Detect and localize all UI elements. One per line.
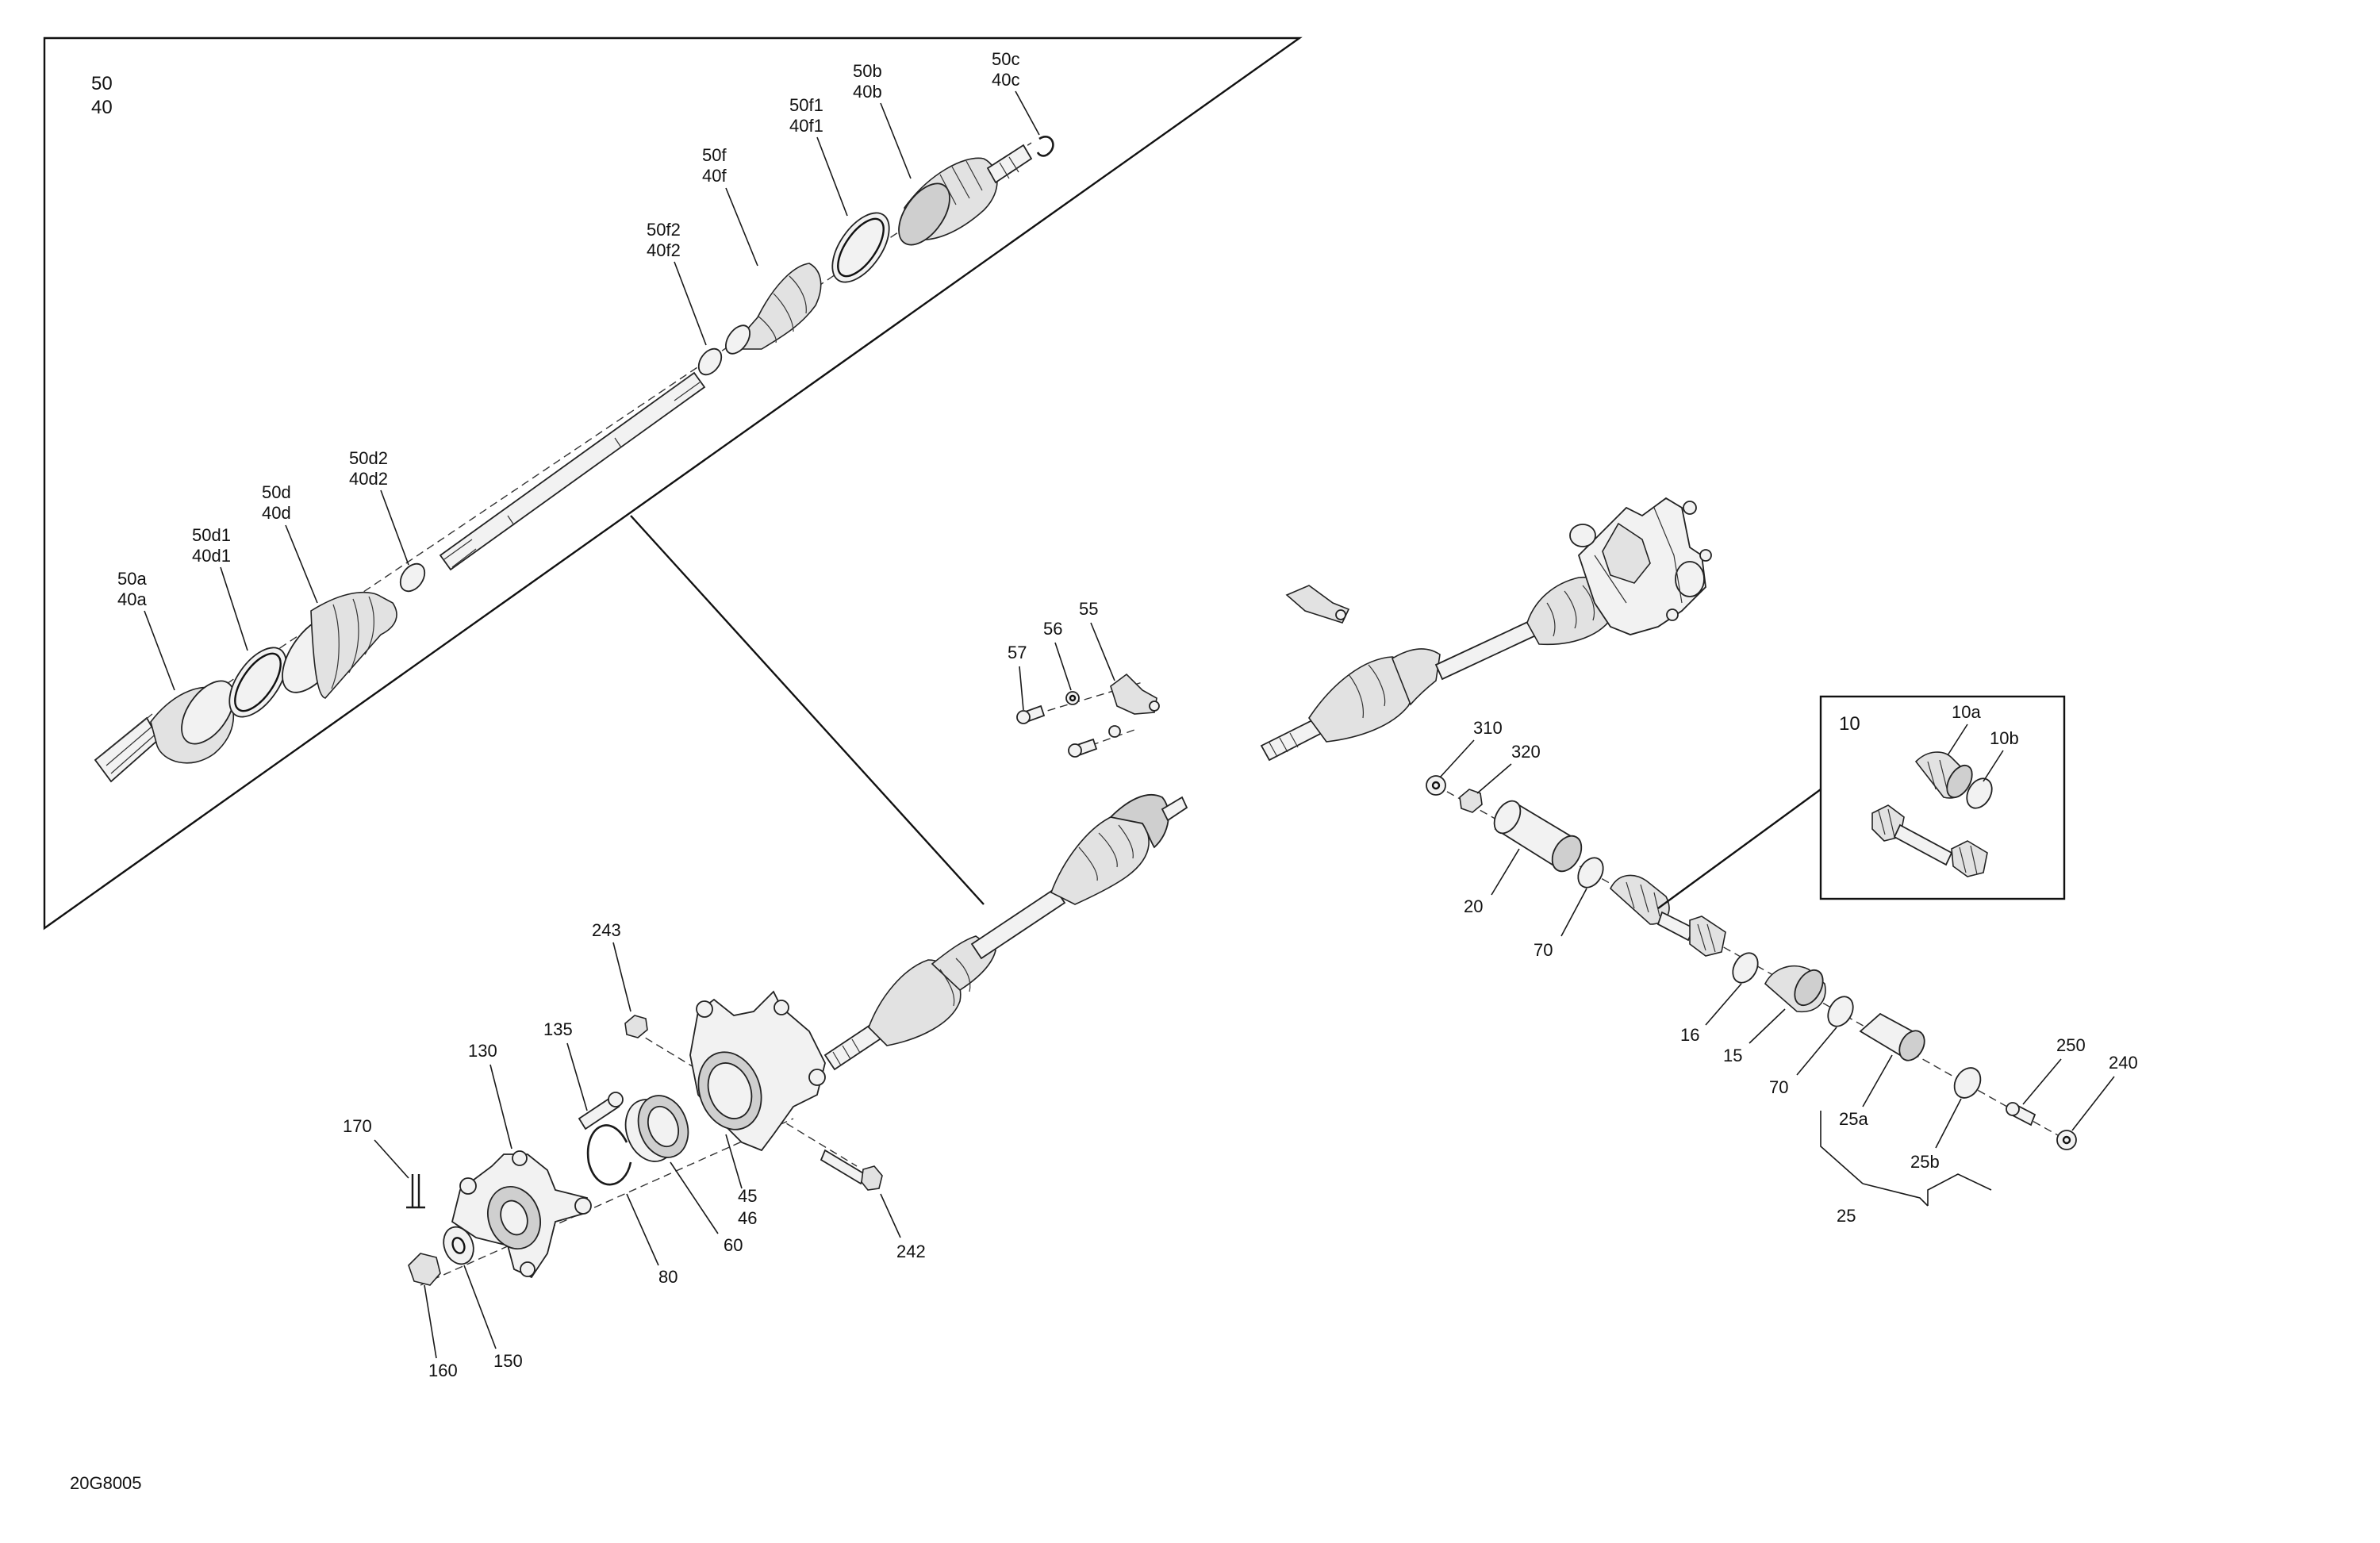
small-clamp-outer bbox=[399, 562, 426, 593]
callout-40c: 40c bbox=[992, 70, 1019, 90]
inset-driveshaft-parts bbox=[94, 136, 1054, 783]
callout-50f2: 50f2 bbox=[647, 220, 681, 240]
callout-40d: 40d bbox=[262, 503, 291, 523]
inner-cv-joint bbox=[898, 144, 1033, 246]
knuckle-hub-group bbox=[406, 990, 883, 1286]
callout-80: 80 bbox=[658, 1267, 678, 1287]
outer-boot bbox=[282, 591, 397, 699]
callout-56: 56 bbox=[1043, 619, 1062, 639]
front-driveshaft-assembly bbox=[823, 793, 1188, 1071]
callout-25a: 25a bbox=[1839, 1109, 1868, 1129]
diagram-code: 20G8005 bbox=[70, 1473, 142, 1493]
callout-320: 320 bbox=[1511, 742, 1541, 762]
callout-135: 135 bbox=[543, 1019, 573, 1039]
callout-20: 20 bbox=[1464, 896, 1483, 916]
callout-160: 160 bbox=[428, 1361, 458, 1380]
inset-intermediate-title: 10 bbox=[1839, 713, 1860, 735]
inset-intermediate-parts bbox=[1871, 751, 1993, 877]
callout-25: 25 bbox=[1837, 1206, 1856, 1226]
callout-10a: 10a bbox=[1952, 702, 1981, 722]
callout-10b: 10b bbox=[1990, 728, 2019, 748]
small-bracket bbox=[1285, 585, 1350, 624]
large-clamp-inner bbox=[831, 212, 890, 283]
intermediate-shaft-parts bbox=[1426, 775, 2077, 1150]
callout-50d: 50d bbox=[262, 482, 291, 502]
callout-150: 150 bbox=[493, 1351, 523, 1371]
rear-driveshaft-assembly bbox=[1260, 497, 1712, 762]
circlip-icon bbox=[1036, 136, 1054, 157]
callout-250: 250 bbox=[2056, 1035, 2086, 1055]
outer-cv-joint bbox=[94, 680, 235, 783]
callout-240: 240 bbox=[2109, 1053, 2138, 1073]
inset-intermediate-frame bbox=[1819, 695, 2066, 900]
callout-243: 243 bbox=[592, 920, 621, 940]
callout-25b: 25b bbox=[1910, 1152, 1940, 1172]
callout-170: 170 bbox=[343, 1116, 372, 1136]
callout-40f2: 40f2 bbox=[647, 240, 681, 260]
callout-50f: 50f bbox=[702, 145, 727, 165]
inset-driveshaft-frame bbox=[43, 36, 1303, 931]
callout-40a: 40a bbox=[117, 589, 147, 609]
small-clamp-inner bbox=[697, 347, 723, 376]
inset-driveshaft-title-2: 40 bbox=[91, 97, 113, 118]
callout-55: 55 bbox=[1079, 599, 1098, 619]
callout-70-upper: 70 bbox=[1534, 940, 1553, 960]
callout-40d2: 40d2 bbox=[349, 469, 388, 489]
inset-driveshaft-title-1: 50 bbox=[91, 73, 113, 94]
bracket-fastener-group bbox=[1016, 673, 1160, 758]
callout-57: 57 bbox=[1008, 643, 1027, 662]
callout-310: 310 bbox=[1473, 718, 1503, 738]
callout-46: 46 bbox=[738, 1208, 757, 1228]
callout-130: 130 bbox=[468, 1041, 497, 1061]
callout-16: 16 bbox=[1680, 1025, 1699, 1045]
callout-40f: 40f bbox=[702, 166, 727, 186]
callout-242: 242 bbox=[896, 1242, 926, 1261]
callout-50d1: 50d1 bbox=[192, 525, 231, 545]
callout-60: 60 bbox=[724, 1235, 743, 1255]
callout-50a: 50a bbox=[117, 569, 147, 589]
inner-boot bbox=[724, 263, 822, 355]
callout-40f1: 40f1 bbox=[789, 116, 823, 136]
callout-50b: 50b bbox=[853, 61, 882, 81]
callout-25-bracket bbox=[1820, 1111, 1992, 1207]
large-clamp bbox=[228, 647, 287, 718]
callout-40d1: 40d1 bbox=[192, 546, 231, 566]
callout-50d2: 50d2 bbox=[349, 448, 388, 468]
callout-15: 15 bbox=[1723, 1046, 1742, 1065]
callout-50f1: 50f1 bbox=[789, 95, 823, 115]
callout-70-lower: 70 bbox=[1769, 1077, 1788, 1097]
callout-40b: 40b bbox=[853, 82, 882, 102]
callout-50c: 50c bbox=[992, 49, 1019, 69]
callout-45: 45 bbox=[738, 1186, 757, 1206]
axle-shaft bbox=[439, 371, 706, 571]
